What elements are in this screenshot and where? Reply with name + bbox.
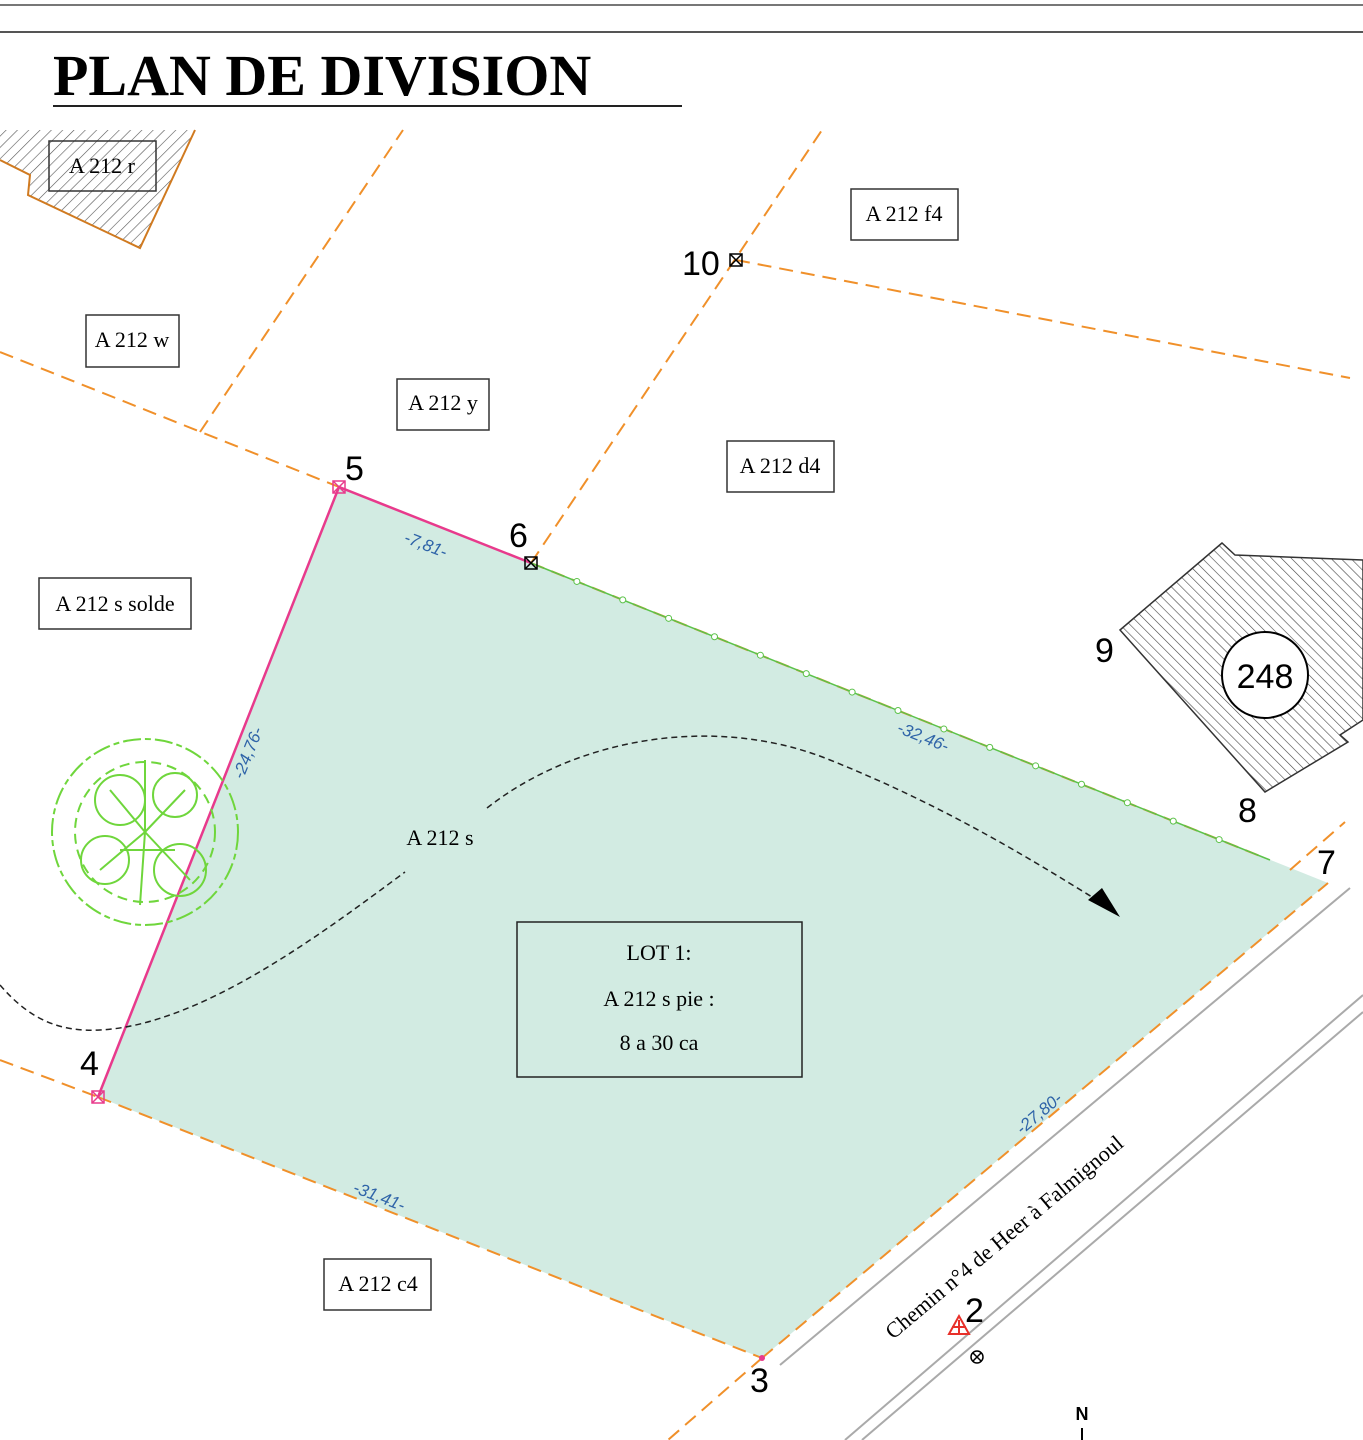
svg-text:A 212 r: A 212 r	[69, 153, 136, 178]
surveyed-edge-6-7	[530, 562, 1271, 861]
survey-tick	[802, 670, 810, 678]
parcel-label-d4: A 212 d4	[726, 440, 835, 493]
survey-tick	[848, 688, 856, 696]
boundary-markers	[91, 253, 765, 1361]
survey-tick	[1032, 762, 1040, 770]
north-label: N	[1076, 1404, 1089, 1424]
survey-tick	[1169, 817, 1177, 825]
lot-1-label: LOT 1: A 212 s pie : 8 a 30 ca	[516, 921, 803, 1078]
point-4: 4	[80, 1045, 99, 1083]
parcel-boundaries	[0, 129, 1351, 1440]
svg-text:A 212 f4: A 212 f4	[866, 201, 943, 226]
survey-tick	[940, 725, 948, 733]
point-9: 9	[1095, 632, 1114, 670]
survey-tick	[1078, 780, 1085, 788]
parcel-label-w: A 212 w	[85, 314, 180, 368]
survey-tick	[986, 743, 994, 751]
parcel-label-f4: A 212 f4	[850, 188, 959, 241]
parcel-label-s: A 212 s	[406, 825, 473, 850]
survey-tick	[665, 614, 673, 622]
svg-text:8 a 30 ca: 8 a 30 ca	[620, 1030, 699, 1055]
survey-tick	[1123, 799, 1131, 807]
point-6: 6	[509, 517, 528, 555]
survey-tick	[894, 707, 902, 714]
survey-tick	[573, 577, 581, 585]
parcel-label-y: A 212 y	[396, 378, 490, 431]
point-3: 3	[750, 1362, 769, 1400]
building-outline	[0, 129, 196, 250]
dashed-arrow	[486, 735, 1106, 906]
svg-text:A 212 s pie :: A 212 s pie :	[603, 986, 714, 1011]
reference-point-icon	[970, 1350, 984, 1364]
point-7: 7	[1317, 844, 1336, 882]
parcel-label-c4: A 212 c4	[323, 1258, 432, 1311]
svg-text:A 212 c4: A 212 c4	[338, 1271, 417, 1296]
road-edge	[844, 994, 1363, 1440]
svg-text:A 212 d4: A 212 d4	[740, 453, 821, 478]
road-edge	[861, 1011, 1363, 1440]
building-number-circle	[1221, 631, 1309, 719]
svg-text:A 212 w: A 212 w	[95, 327, 170, 352]
svg-text:A 212 s solde: A 212 s solde	[55, 591, 174, 616]
point-2: 2	[965, 1292, 984, 1330]
parcel-label-r: A 212 r	[48, 140, 157, 192]
point-8: 8	[1238, 792, 1257, 830]
dashed-curve	[0, 871, 406, 1031]
survey-tick	[711, 633, 718, 641]
survey-tick	[1215, 836, 1223, 844]
point-labels: 2 3 4 5 6 7 8 9 10	[80, 245, 1336, 1400]
survey-tick	[756, 651, 764, 659]
arrowhead-icon	[1088, 888, 1120, 917]
tree-icon	[51, 738, 239, 926]
point-5: 5	[345, 450, 364, 488]
svg-text:A 212 y: A 212 y	[408, 390, 478, 415]
survey-tick	[619, 596, 627, 604]
svg-text:LOT 1:: LOT 1:	[627, 940, 692, 965]
road-edge	[779, 887, 1351, 1366]
survey-station-icon	[947, 1313, 971, 1335]
parcel-label-s-solde: A 212 s solde	[38, 577, 192, 630]
building-number: 248	[1237, 658, 1294, 696]
page-title: PLAN DE DIVISION	[53, 43, 591, 108]
point-10: 10	[682, 245, 720, 283]
